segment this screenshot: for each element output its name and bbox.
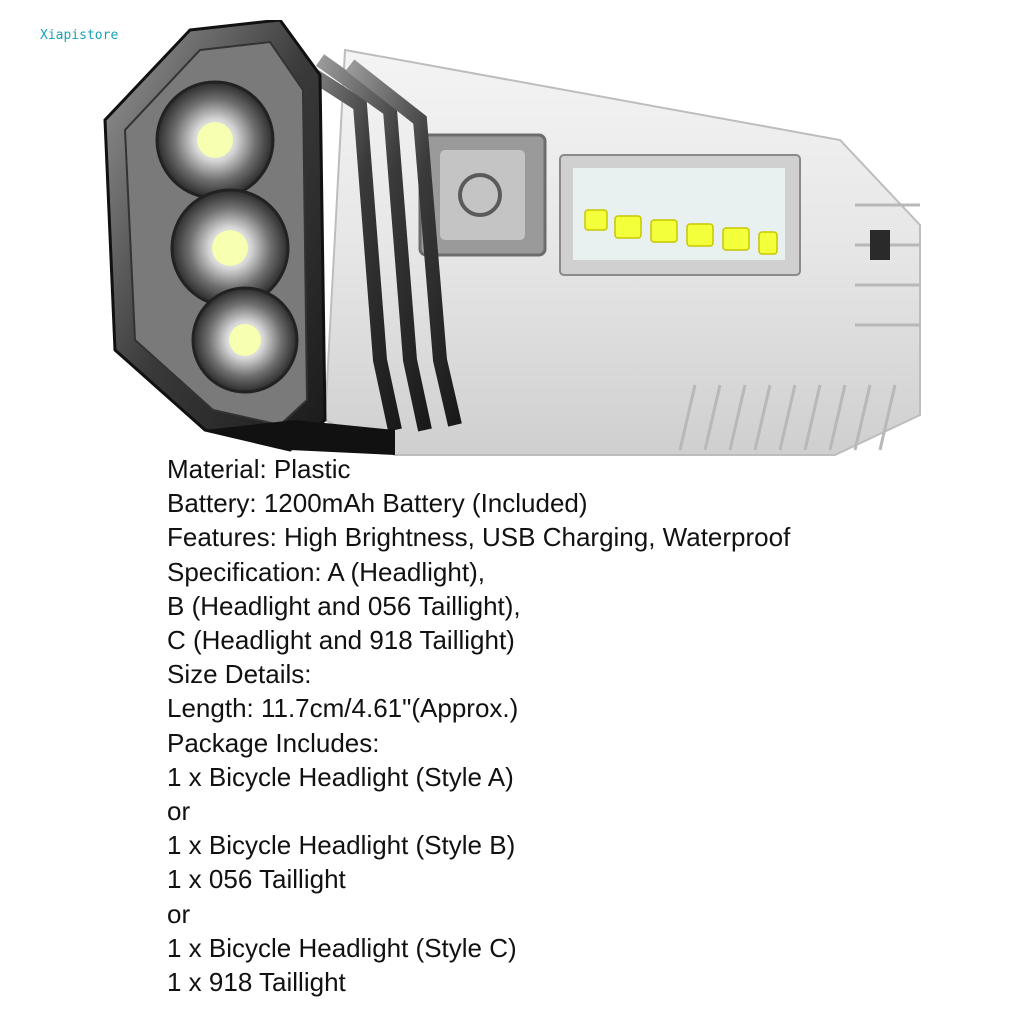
spec-line: 1 x 056 Taillight	[167, 864, 346, 895]
spec-line: 1 x Bicycle Headlight (Style B)	[167, 830, 516, 861]
bicycle-headlight-icon	[103, 20, 921, 456]
spec-line: Features: High Brightness, USB Charging,…	[167, 522, 791, 553]
spec-line: C (Headlight and 918 Taillight)	[167, 625, 515, 656]
spec-list: Material: Plastic Battery: 1200mAh Batte…	[167, 452, 790, 999]
spec-line: Battery: 1200mAh Battery (Included)	[167, 488, 588, 519]
spec-line: 1 x 918 Taillight	[167, 967, 346, 998]
spec-line: Size Details:	[167, 659, 312, 690]
spec-line: B (Headlight and 056 Taillight),	[167, 590, 521, 621]
spec-line: Specification: A (Headlight),	[167, 556, 485, 587]
spec-line: Package Includes:	[167, 727, 380, 758]
spec-line: or	[167, 898, 191, 929]
store-watermark: Xiapistore	[40, 28, 119, 43]
spec-line: 1 x Bicycle Headlight (Style C)	[167, 932, 517, 963]
spec-line: or	[167, 796, 191, 827]
spec-line: Material: Plastic	[167, 454, 351, 484]
spec-line: Length: 11.7cm/4.61"(Approx.)	[167, 693, 519, 724]
spec-line: 1 x Bicycle Headlight (Style A)	[167, 761, 514, 792]
